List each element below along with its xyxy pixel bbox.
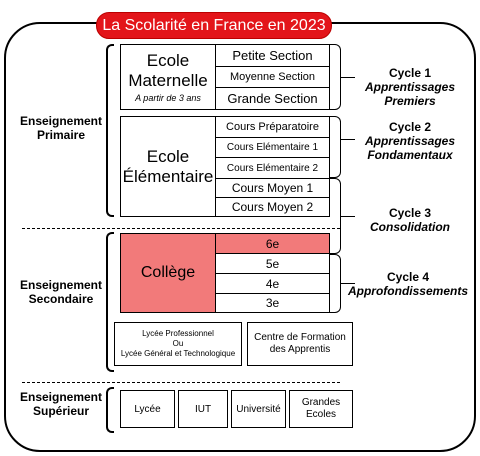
- sup-universite: Université: [231, 390, 286, 428]
- elementaire-name: Ecole Élémentaire: [122, 146, 214, 186]
- tick-cycle4: [341, 283, 355, 284]
- cycle-3-title: Cycle 3: [388, 206, 432, 220]
- separator-primaire-secondaire: [22, 228, 340, 229]
- college-name: Collège: [140, 264, 196, 281]
- level-5e: 5e: [215, 253, 330, 274]
- tick-cycle3: [341, 216, 355, 217]
- section-superieur: Enseignement Supérieur: [19, 390, 103, 418]
- tick-cycle2: [341, 139, 355, 140]
- cycle-4-sub: Approfondissements: [347, 284, 468, 298]
- separator-secondaire-superieur: [22, 382, 340, 383]
- cycle-4: Cycle 4 Approfondissements: [342, 270, 474, 298]
- level-4e: 4e: [215, 273, 330, 294]
- level-grande-section: Grande Section: [215, 87, 330, 110]
- page-title: La Scolarité en France en 2023: [96, 12, 332, 39]
- level-cp: Cours Préparatoire: [215, 116, 330, 138]
- bracket-secondaire: [106, 232, 114, 372]
- cycle-2: Cycle 2 Apprentissages Fondamentaux: [352, 120, 468, 162]
- level-ce1: Cours Elémentaire 1: [215, 137, 330, 158]
- college: Collège: [120, 233, 216, 313]
- cycle-3-sub: Consolidation: [370, 220, 450, 234]
- cfa-box: Centre de Formation des Apprentis: [247, 322, 353, 366]
- bracket-cycle4: [330, 254, 341, 313]
- cycle-3: Cycle 3 Consolidation: [352, 206, 468, 234]
- bracket-cycle3: [330, 178, 341, 254]
- maternelle-name: Ecole Maternelle: [128, 51, 208, 90]
- ecole-elementaire: Ecole Élémentaire: [120, 116, 216, 217]
- lycee-box: Lycée Professionnel Ou Lycée Général et …: [114, 322, 242, 366]
- level-3e: 3e: [215, 293, 330, 313]
- sup-grandes-ecoles: Grandes Ecoles: [289, 390, 353, 428]
- level-moyenne-section: Moyenne Section: [215, 66, 330, 88]
- bracket-cycle2: [330, 116, 341, 178]
- sup-iut: IUT: [178, 390, 228, 428]
- bracket-superieur: [106, 387, 114, 433]
- cycle-1-title: Cycle 1: [388, 66, 432, 80]
- level-petite-section: Petite Section: [215, 44, 330, 67]
- section-secondaire: Enseignement Secondaire: [19, 278, 103, 306]
- cycle-1-sub: Apprentissages Premiers: [364, 80, 456, 108]
- sup-lycee: Lycée: [120, 390, 175, 428]
- section-primaire: Enseignement Primaire: [19, 114, 103, 142]
- level-6e: 6e: [215, 233, 330, 254]
- level-cm1: Cours Moyen 1: [215, 178, 330, 198]
- cycle-1: Cycle 1 Apprentissages Premiers: [352, 66, 468, 108]
- bracket-primaire: [106, 44, 114, 217]
- level-ce2: Cours Elémentaire 2: [215, 157, 330, 179]
- level-cm2: Cours Moyen 2: [215, 197, 330, 217]
- tick-cycle1: [341, 77, 355, 78]
- cycle-2-sub: Apprentissages Fondamentaux: [364, 134, 456, 162]
- cycle-2-title: Cycle 2: [388, 120, 432, 134]
- ecole-maternelle: Ecole Maternelle A partir de 3 ans: [120, 44, 216, 110]
- maternelle-note: A partir de 3 ans: [135, 93, 201, 103]
- bracket-cycle1: [330, 44, 341, 110]
- cycle-4-title: Cycle 4: [386, 270, 430, 284]
